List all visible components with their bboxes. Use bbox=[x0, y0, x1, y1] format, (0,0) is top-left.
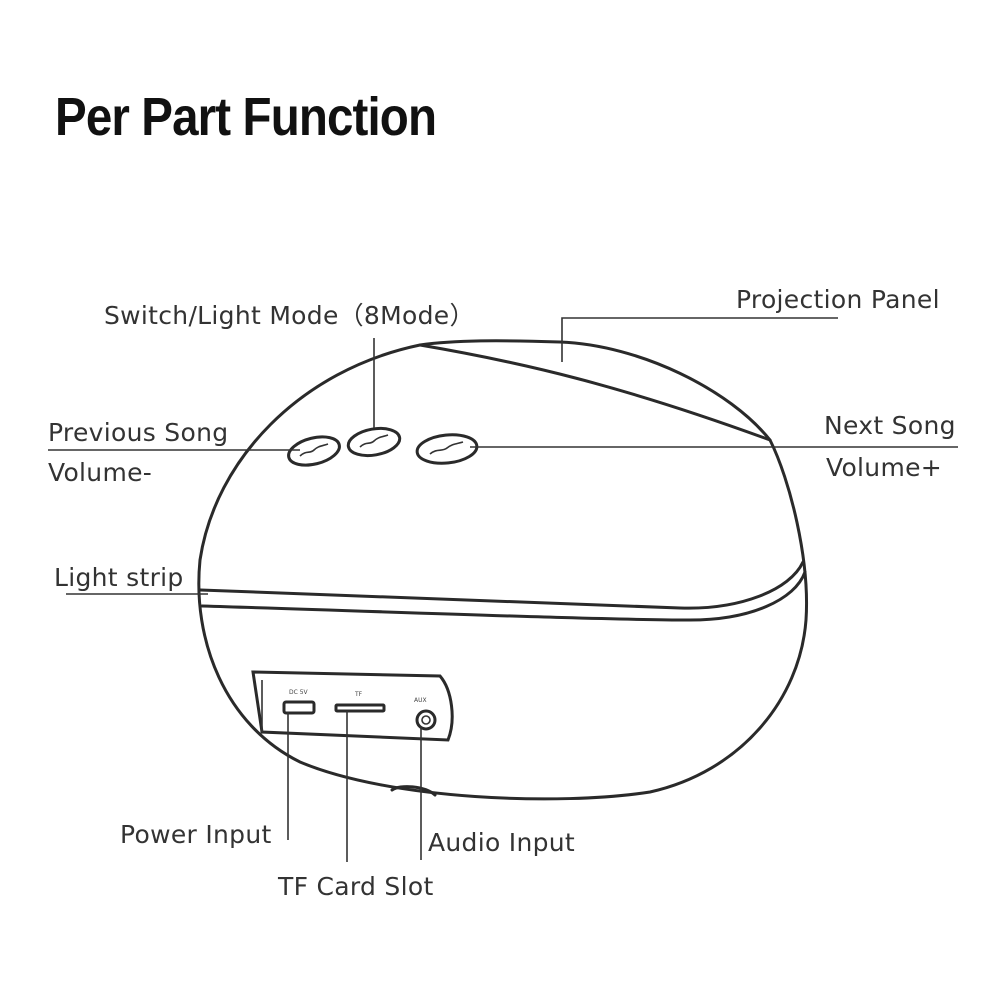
mode-button-glyph bbox=[359, 434, 389, 448]
previous-button-glyph bbox=[299, 443, 329, 457]
port-marking-dc: DC 5V bbox=[289, 689, 309, 696]
label-light-strip: Light strip bbox=[54, 563, 184, 592]
bottom-vent-icon bbox=[390, 785, 437, 797]
mode-button-icon bbox=[346, 426, 402, 458]
next-button-glyph bbox=[429, 441, 464, 455]
port-marking-tf: TF bbox=[354, 691, 363, 698]
power-port-icon bbox=[282, 700, 316, 715]
audio-jack-inner-icon bbox=[421, 715, 431, 725]
light-strip-band-lower bbox=[200, 570, 807, 622]
leader-projection-panel bbox=[561, 317, 838, 362]
label-tf-card-slot: TF Card Slot bbox=[278, 872, 434, 901]
label-volume-plus: Volume+ bbox=[826, 453, 943, 482]
device-body-outline bbox=[197, 339, 808, 801]
port-panel-outline bbox=[251, 670, 454, 742]
port-marking-aux: AUX bbox=[414, 697, 427, 704]
tf-slot-icon bbox=[334, 703, 386, 713]
next-button-icon bbox=[415, 433, 479, 465]
previous-button-icon bbox=[287, 435, 341, 467]
page-title: Per Part Function bbox=[55, 87, 437, 147]
label-next-song: Next Song bbox=[824, 411, 956, 440]
label-previous-song: Previous Song bbox=[48, 418, 229, 447]
light-strip-band-upper bbox=[198, 560, 805, 610]
label-volume-minus: Volume- bbox=[48, 458, 153, 487]
audio-jack-icon bbox=[415, 709, 437, 731]
label-audio-input: Audio Input bbox=[428, 828, 576, 857]
projection-panel-edge bbox=[418, 343, 772, 442]
label-switch-light-mode: Switch/Light Mode（8Mode） bbox=[104, 301, 475, 330]
label-projection-panel: Projection Panel bbox=[736, 285, 940, 314]
label-power-input: Power Input bbox=[120, 820, 272, 849]
